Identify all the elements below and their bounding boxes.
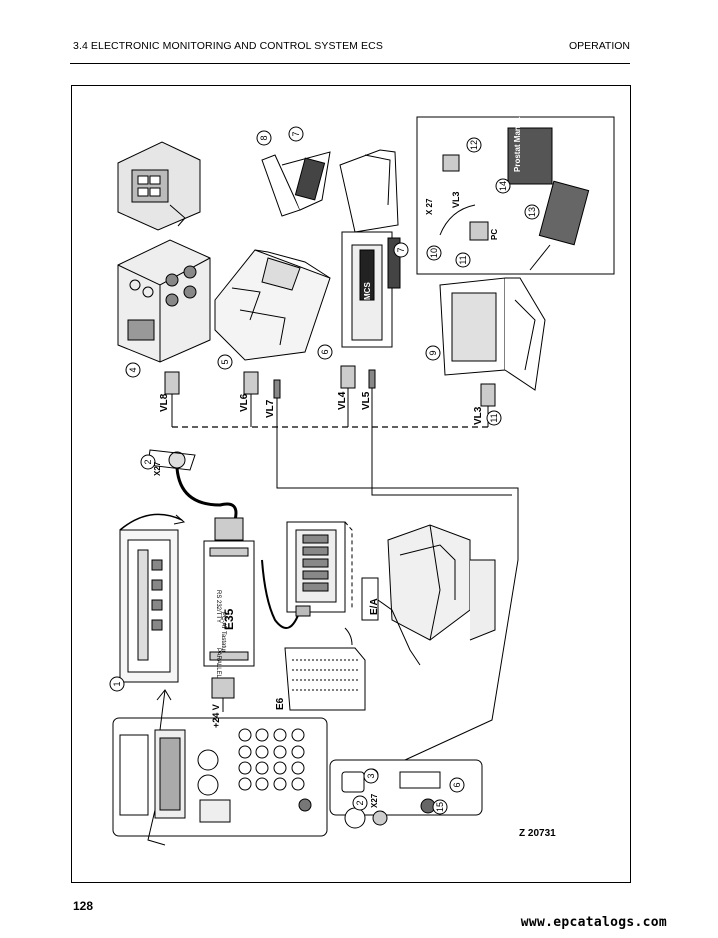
io-rack <box>286 521 379 621</box>
control-console <box>112 689 328 846</box>
label-ea: E/A <box>369 598 380 615</box>
label-x27-inset: X 27 <box>425 198 434 215</box>
printer-illustration <box>214 249 331 361</box>
callout-6a: 6 <box>320 349 330 354</box>
inset-box <box>416 116 615 275</box>
label-x27-a: X27 <box>153 461 162 476</box>
callout-6b: 6 <box>452 782 462 787</box>
label-vl3-bottom: VL3 <box>473 406 484 425</box>
callout-3: 3 <box>366 773 376 778</box>
callout-2b: 2 <box>355 800 365 805</box>
monitor-unit-illustration <box>117 141 201 231</box>
figure-frame <box>71 85 631 883</box>
label-e6: E6 <box>275 697 286 710</box>
callout-1: 1 <box>112 681 122 686</box>
callout-9: 9 <box>428 350 438 355</box>
label-vl3-inset: VL3 <box>451 191 461 208</box>
vl5-wire <box>371 388 512 496</box>
machine-frame-illustration <box>377 524 496 666</box>
e35-plug <box>214 517 244 541</box>
label-vl5: VL5 <box>361 391 372 410</box>
label-prostat-manual: Prostat Manual <box>513 115 522 172</box>
callout-15: 15 <box>435 802 445 812</box>
label-24v: +24 V <box>211 704 221 728</box>
label-e35: E35 <box>222 608 236 630</box>
label-pcat: PC-AT Tastatur <box>220 612 226 652</box>
laptop-illustration <box>439 277 546 391</box>
header-rule <box>70 63 630 64</box>
handheld-terminal-illustration <box>261 151 331 217</box>
label-mcs: MCS <box>363 282 372 300</box>
side-panel <box>329 759 483 829</box>
callout-11a: 11 <box>458 255 468 264</box>
callout-5: 5 <box>220 359 230 364</box>
label-vl7: VL7 <box>265 399 276 418</box>
e6-module <box>284 627 366 711</box>
footer-url[interactable]: www.epcatalogs.com <box>520 915 667 930</box>
callout-circles <box>109 126 540 815</box>
callout-8: 8 <box>259 135 269 140</box>
x27-connector <box>168 451 186 469</box>
callout-10: 10 <box>429 248 439 258</box>
callout-7a: 7 <box>291 131 301 136</box>
callout-7b: 7 <box>396 247 406 252</box>
chapter-title: OPERATION <box>568 40 630 52</box>
e35-module <box>203 540 255 667</box>
callout-12: 12 <box>469 140 479 150</box>
callout-14: 14 <box>498 181 508 191</box>
label-x27-b: X27 <box>370 793 379 808</box>
terminal-box-illustration <box>117 239 211 363</box>
section-title: 3.4 ELECTRONIC MONITORING AND CONTROL SY… <box>73 40 383 52</box>
label-vl8: VL8 <box>159 393 170 412</box>
mcs-unit-illustration <box>339 149 401 348</box>
label-vl6: VL6 <box>239 393 250 412</box>
label-rs232: RS 232/TTY <box>215 590 221 623</box>
label-pc: PC <box>490 229 499 240</box>
page-number: 128 <box>73 899 94 913</box>
label-vl4: VL4 <box>337 391 348 410</box>
callout-2a: 2 <box>143 459 153 464</box>
label-parallel: PARALLEL <box>215 648 221 679</box>
callout-11b: 11 <box>489 413 499 422</box>
callout-13: 13 <box>527 207 537 217</box>
vl7-wire <box>276 398 519 761</box>
control-panel-module <box>119 513 186 683</box>
figure-id: Z 20731 <box>519 828 556 839</box>
callout-4: 4 <box>128 367 138 372</box>
